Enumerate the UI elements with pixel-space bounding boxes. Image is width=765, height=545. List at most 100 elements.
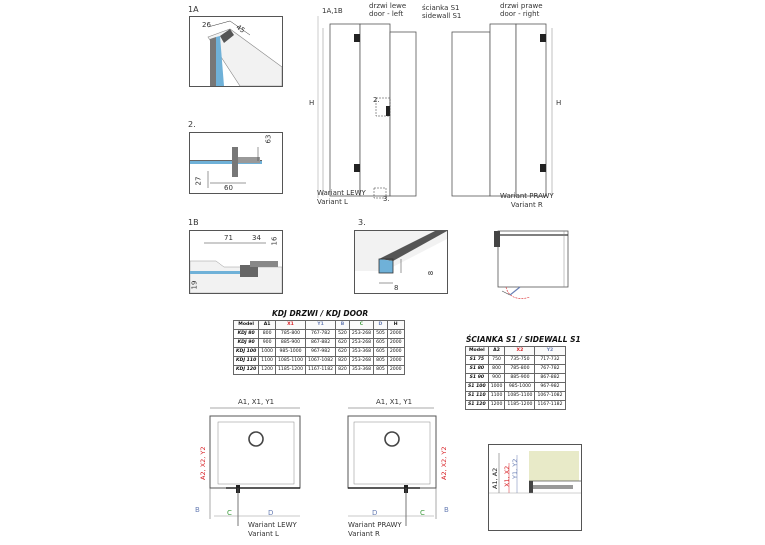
detail-2-drawing (190, 147, 262, 188)
front-variant-right: Wariant PRAWY Variant R (500, 192, 554, 209)
table-cell: S1 120 (465, 400, 489, 410)
table-cell: 253-268 (348, 356, 375, 366)
plan-left-b: B (195, 506, 200, 514)
table-cell: 353-368 (348, 347, 375, 357)
detail-2-box: 63 27 60 (189, 132, 283, 194)
table-cell: 1100 (258, 356, 276, 366)
detail-2-label: 2. (188, 120, 196, 129)
detail-3-drawing (355, 231, 447, 284)
table-cell: 1167-1182 (534, 400, 566, 410)
kdj-table: Model A1 X1 Y1 B C D H KDJ 80 800 785-80… (232, 320, 405, 375)
detail-1b-dim-71: 71 (224, 234, 233, 242)
table-cell: 767-782 (534, 364, 566, 374)
table-row: KDJ 100 1000 985-1000 967-982 620 353-36… (232, 347, 405, 357)
kdj-table-header-row: Model A1 X1 Y1 B C D H (232, 320, 405, 330)
table-cell: 900 (487, 373, 506, 383)
table-cell: 885-900 (504, 373, 536, 383)
table-cell: 885-900 (274, 338, 307, 348)
detail-2-dim-27: 27 (194, 176, 203, 186)
table-row: KDJ 80 800 785-800 767-782 520 253-268 5… (232, 329, 405, 339)
door-left-label: drzwi lewe door - left (369, 2, 407, 18)
table-cell: 1167-1182 (305, 365, 337, 375)
detail-1a-dim-26: 26 (202, 21, 211, 29)
kdj-table-title: KDJ DRZWI / KDJ DOOR (272, 309, 369, 318)
table-cell: 800 (258, 329, 276, 339)
detail-1a-box: 26 45 (189, 16, 283, 87)
table-cell: 1100 (487, 391, 506, 401)
front-view-right (451, 23, 553, 197)
detail-1b-dim-34: 34 (252, 234, 261, 242)
table-row: KDJ 110 1100 1085-1100 1067-1082 820 253… (232, 356, 405, 366)
front-left-detail-marker: 1A,1B (322, 7, 343, 15)
table-cell: 1085-1100 (274, 356, 307, 366)
sidewall-label: ścianka S1 sidewall S1 (422, 4, 462, 20)
table-cell: 253-268 (348, 338, 375, 348)
front-left-detail-2: 2. (373, 96, 380, 104)
detail-2-dim-63: 63 (264, 134, 273, 144)
s1-table: Model A2 X2 Y2 S1 75 750 735-750 717-732… (465, 346, 566, 410)
table-cell: 735-750 (504, 355, 536, 365)
detail-3-label: 3. (358, 218, 366, 227)
table-cell: 1185-1200 (274, 365, 307, 375)
table-cell: 2000 (386, 347, 405, 357)
front-right-h-label: H (556, 99, 562, 107)
table-cell: 985-1000 (504, 382, 536, 392)
table-cell: 353-368 (348, 365, 375, 375)
plan-right-top-dims: A1, X1, Y1 (376, 398, 413, 406)
detail-1a-label: 1A (188, 5, 199, 14)
detail-1b-box: 71 34 16 19 (189, 230, 283, 294)
table-cell: 2000 (386, 338, 405, 348)
kdj-col-header: Y1 (305, 320, 337, 330)
s1-table-header-row: Model A2 X2 Y2 (465, 346, 566, 356)
table-cell: 1067-1082 (534, 391, 566, 401)
plan-variant-right: Wariant PRAWY Variant R (348, 521, 402, 538)
table-cell: 805 (373, 356, 388, 366)
kdj-col-header: A1 (258, 320, 276, 330)
plan-left-d: D (268, 509, 274, 517)
s1-col-header: A2 (487, 346, 506, 356)
table-cell: 1000 (487, 382, 506, 392)
s1-col-header: Y2 (534, 346, 566, 356)
table-cell: KDJ 80 (232, 329, 260, 339)
section-dims: A1, A2 (491, 467, 499, 489)
detail-1b-drawing (190, 242, 282, 293)
kdj-col-header: B (335, 320, 350, 330)
table-cell: 767-782 (305, 329, 337, 339)
table-cell: KDJ 120 (232, 365, 260, 375)
plan-variant-left: Wariant LEWY Variant L (248, 521, 297, 538)
front-left-h-label: H (309, 99, 315, 107)
table-cell: 620 (335, 347, 350, 357)
kdj-col-header: C (348, 320, 375, 330)
table-cell: S1 90 (465, 373, 489, 383)
kdj-col-header: D (373, 320, 388, 330)
s1-col-header: X2 (504, 346, 536, 356)
front-view-left (317, 16, 417, 199)
table-cell: 2000 (386, 329, 405, 339)
table-cell: 867-882 (534, 373, 566, 383)
table-cell: 985-1000 (274, 347, 307, 357)
table-cell: 820 (335, 365, 350, 375)
detail-3-dim-height: 8 (427, 270, 436, 276)
detail-2-dim-60: 60 (224, 184, 233, 192)
table-cell: 967-982 (534, 382, 566, 392)
detail-3-dim-width: 8 (394, 284, 399, 292)
table-cell: 785-800 (504, 364, 536, 374)
table-cell: S1 75 (465, 355, 489, 365)
table-cell: 805 (373, 365, 388, 375)
table-cell: 1185-1200 (504, 400, 536, 410)
section-detail-drawing (489, 451, 581, 494)
front-left-detail-3: 3. (383, 195, 390, 203)
plan-right-b: B (444, 506, 449, 514)
table-cell: 1200 (258, 365, 276, 375)
plan-right-d: D (372, 509, 378, 517)
table-row: KDJ 120 1200 1185-1200 1167-1182 820 353… (232, 365, 405, 375)
table-cell: S1 100 (465, 382, 489, 392)
plan-left-side-dims: A2, X2, Y2 (199, 446, 207, 480)
plan-view-left (209, 407, 301, 526)
table-cell: 605 (373, 347, 388, 357)
s1-col-header: Model (465, 346, 489, 356)
table-cell: 900 (258, 338, 276, 348)
table-cell: KDJ 110 (232, 356, 260, 366)
kdj-col-header: H (386, 320, 405, 330)
kdj-col-header: Model (232, 320, 260, 330)
